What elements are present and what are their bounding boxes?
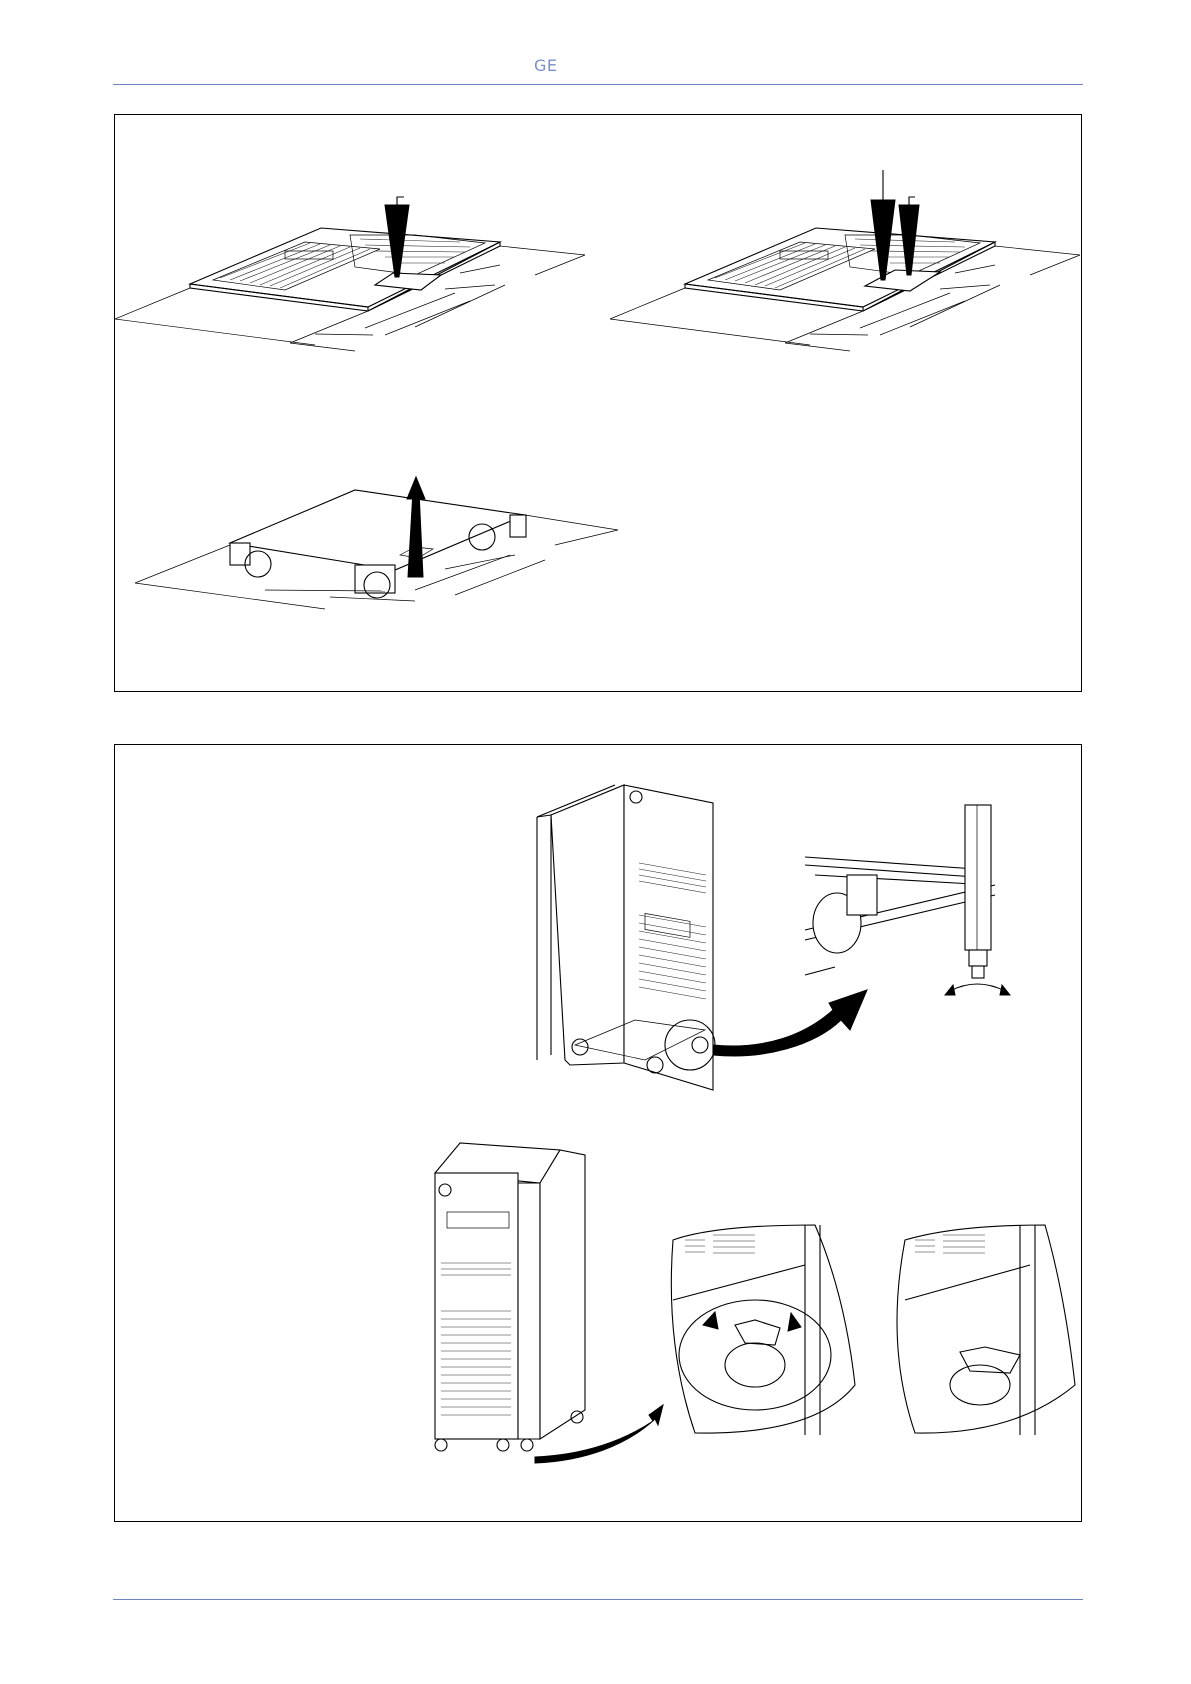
top-plate-front-view [115, 197, 585, 351]
cabinet-front-view [435, 1143, 585, 1451]
figure-panel-levelling [114, 744, 1082, 1522]
top-plate-rear-view [610, 170, 1080, 351]
header-rule [113, 84, 1083, 85]
base-underside-view [135, 477, 618, 609]
castor-brake-detail-closed [897, 1225, 1075, 1435]
floor-openings-drawing [115, 115, 1081, 691]
castor-brake-detail-open [671, 1225, 855, 1435]
footer-rule [113, 1599, 1083, 1600]
rotate-arrow-icon [945, 984, 1010, 995]
levelling-drawing [115, 745, 1081, 1521]
header-brand: GE [534, 56, 558, 75]
levelling-foot-detail [805, 805, 1010, 995]
figure-panel-floor-openings [114, 114, 1082, 692]
cabinet-rear-view [537, 785, 715, 1090]
detail-pointer-arrow-icon [713, 990, 867, 1056]
